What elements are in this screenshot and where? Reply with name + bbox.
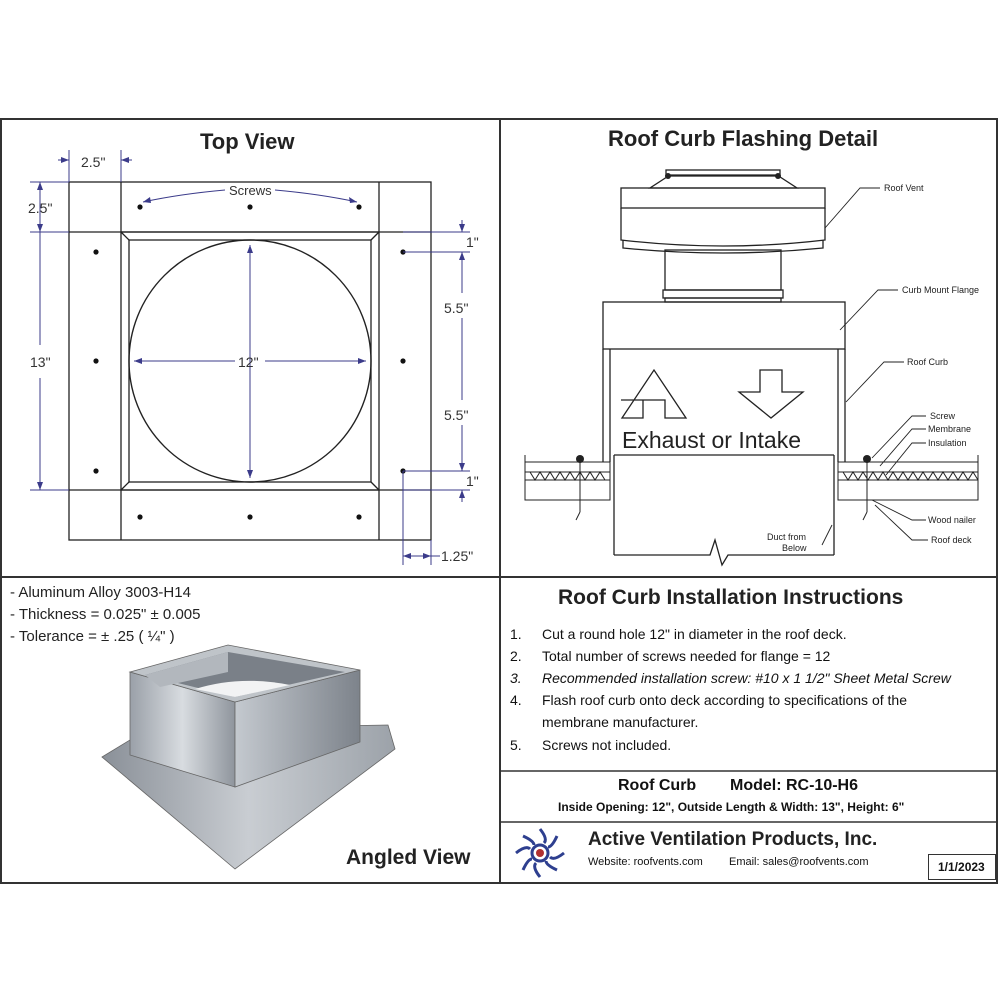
label-curb-mount-flange: Curb Mount Flange [902,285,979,295]
exhaust-intake-text: Exhaust or Intake [622,427,801,453]
company-email: Email: sales@roofvents.com [729,856,869,868]
instruction-step: 3.Recommended installation screw: #10 x … [510,670,951,686]
drawing-date: 1/1/2023 [938,860,985,874]
dim-right-mid-b: 5.5" [444,407,468,423]
product-model: Model: RC-10-H6 [730,777,859,794]
dim-flange-width: 2.5" [81,154,105,170]
instruction-step: 5.Screws not included. [510,737,672,753]
label-wood-nailer: Wood nailer [928,515,976,525]
dim-flange-height: 2.5" [28,200,52,216]
spec-thickness: - Thickness = 0.025" ± 0.005 [10,606,201,623]
instruction-step: membrane manufacturer. [542,714,699,730]
dim-bottom-offset: 1.25" [441,548,473,564]
spec-tolerance: - Tolerance = ± .25 ( ¼" ) [10,628,175,645]
label-roof-curb: Roof Curb [907,357,948,367]
instruction-step: 1.Cut a round hole 12" in diameter in th… [510,626,847,642]
label-below: Below [782,543,807,553]
product-details: Inside Opening: 12", Outside Length & Wi… [558,800,905,814]
dim-outside: 13" [30,354,51,370]
instruction-step: 4.Flash roof curb onto deck according to… [510,692,907,708]
screws-label: Screws [229,183,272,198]
spec-alloy: - Aluminum Alloy 3003-H14 [10,584,191,601]
company-website: Website: roofvents.com [588,856,703,868]
flashing-drawing: Roof Vent Curb Mount Flange Roof Curb Sc… [524,169,979,567]
dim-opening: 12" [238,354,259,370]
label-roof-deck: Roof deck [931,535,972,545]
angled-view-image [101,644,396,870]
company-logo [515,828,565,878]
label-duct-from: Duct from [767,532,806,542]
label-insulation: Insulation [928,438,967,448]
label-membrane: Membrane [928,424,971,434]
company-name: Active Ventilation Products, Inc. [588,829,878,850]
flashing-title: Roof Curb Flashing Detail [608,126,879,151]
angled-view-title: Angled View [346,846,471,869]
product-name: Roof Curb [618,777,697,794]
top-view-title: Top View [200,129,295,154]
top-view-drawing: 2.5" 2.5" 13" 12" 1" 5.5" 5.5" 1" 1.25" … [28,150,479,565]
dim-right-top: 1" [466,234,479,250]
dim-right-mid-a: 5.5" [444,300,468,316]
label-roof-vent: Roof Vent [884,183,924,193]
dim-right-bottom: 1" [466,473,479,489]
label-screw: Screw [930,411,956,421]
date-box [928,854,996,880]
instruction-step: 2.Total number of screws needed for flan… [510,648,831,664]
instructions-title: Roof Curb Installation Instructions [558,586,904,609]
